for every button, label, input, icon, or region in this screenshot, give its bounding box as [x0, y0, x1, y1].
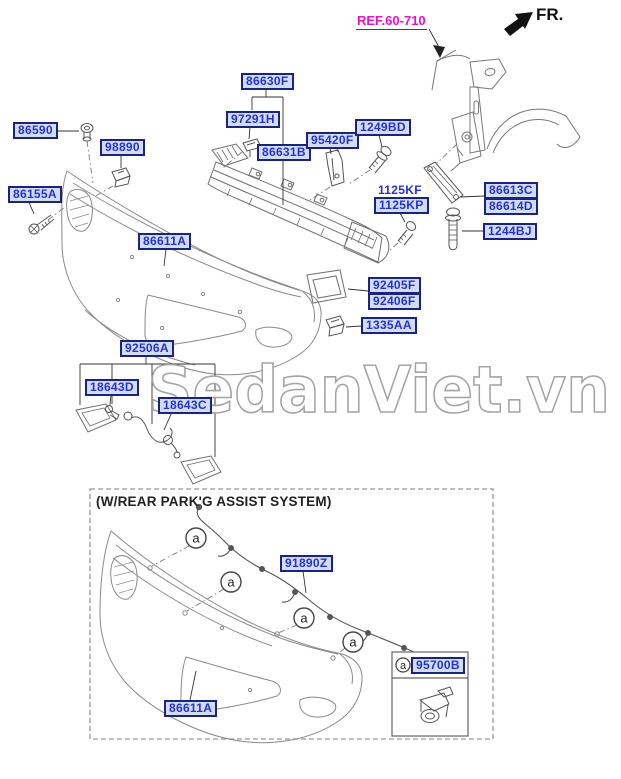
fender-reference-drawing [431, 49, 581, 172]
clip-drawing-1335aa [325, 315, 345, 337]
part-label-92506a: 92506A [120, 340, 174, 357]
part-label-86630f: 86630F [241, 73, 294, 90]
svg-text:a: a [192, 531, 200, 546]
svg-text:a: a [349, 635, 357, 650]
marker-a-2: a [220, 571, 242, 593]
part-label-86614d: 86614D [484, 198, 538, 215]
part-label-95420f: 95420F [306, 132, 359, 149]
reference-label: REF.60-710 [356, 13, 427, 30]
ref-arrowhead [433, 45, 445, 58]
reflector-drawing-92405f [306, 269, 347, 304]
watermark-text: SedanViet.vn [148, 354, 610, 428]
rear-bumper-cover-drawing-bottom [99, 530, 363, 744]
part-label-98890: 98890 [100, 139, 145, 156]
marker-a-4: a [342, 631, 364, 653]
section-title: (W/REAR PARK'G ASSIST SYSTEM) [96, 494, 332, 509]
marker-a-3: a [293, 607, 315, 629]
side-bracket-drawing-86613 [423, 161, 464, 204]
license-lamp-group-drawing [75, 403, 222, 485]
svg-text:a: a [227, 575, 235, 590]
part-label-92405f: 92405F [368, 277, 421, 294]
bolt-drawing-1244bj [445, 207, 461, 251]
fr-direction-label: FR. [536, 5, 564, 24]
part-label-1249bd: 1249BD [355, 119, 411, 136]
part-label-86155a: 86155A [8, 186, 62, 203]
part-label-86613c: 86613C [484, 182, 538, 199]
part-label-86611a-bottom: 86611A [164, 700, 218, 717]
part-label-1244bj: 1244BJ [483, 223, 537, 240]
part-label-18643c: 18643C [158, 397, 212, 414]
bolt-drawing-1125kp [397, 221, 417, 246]
part-label-92406f: 92406F [368, 293, 421, 310]
part-label-91890z: 91890Z [280, 555, 333, 572]
screw-drawing-86155a [28, 214, 55, 235]
part-label-18643d: 18643D [85, 379, 139, 396]
screw-drawing-1249bd [368, 145, 392, 174]
section-dashed-border [89, 488, 494, 740]
grommet-drawing-86590 [80, 123, 94, 142]
leader-lines [28, 28, 485, 701]
bracket-drawing-95420f [325, 144, 345, 187]
park-assist-section: a a a a a [89, 488, 494, 744]
part-label-1125kf: 1125KF [378, 183, 422, 197]
part-label-86590: 86590 [13, 122, 58, 139]
dash-leader-lines [47, 140, 458, 658]
parking-sensor-drawing [418, 686, 454, 723]
marker-a-1: a [185, 527, 207, 549]
svg-text:a: a [400, 660, 407, 672]
fr-arrow-icon [504, 12, 533, 36]
part-label-97291h: 97291H [226, 111, 280, 128]
part-label-86611a: 86611A [138, 233, 192, 250]
back-beam-drawing [207, 143, 390, 264]
part-label-1125kp: 1125KP [374, 197, 429, 214]
part-label-95700b: 95700B [411, 657, 465, 674]
clip-drawing-98890 [111, 167, 131, 188]
svg-text:a: a [300, 611, 308, 626]
rear-bumper-cover-drawing [61, 170, 322, 376]
part-label-86631b: 86631B [257, 144, 311, 161]
part-label-1335aa: 1335AA [361, 317, 417, 334]
